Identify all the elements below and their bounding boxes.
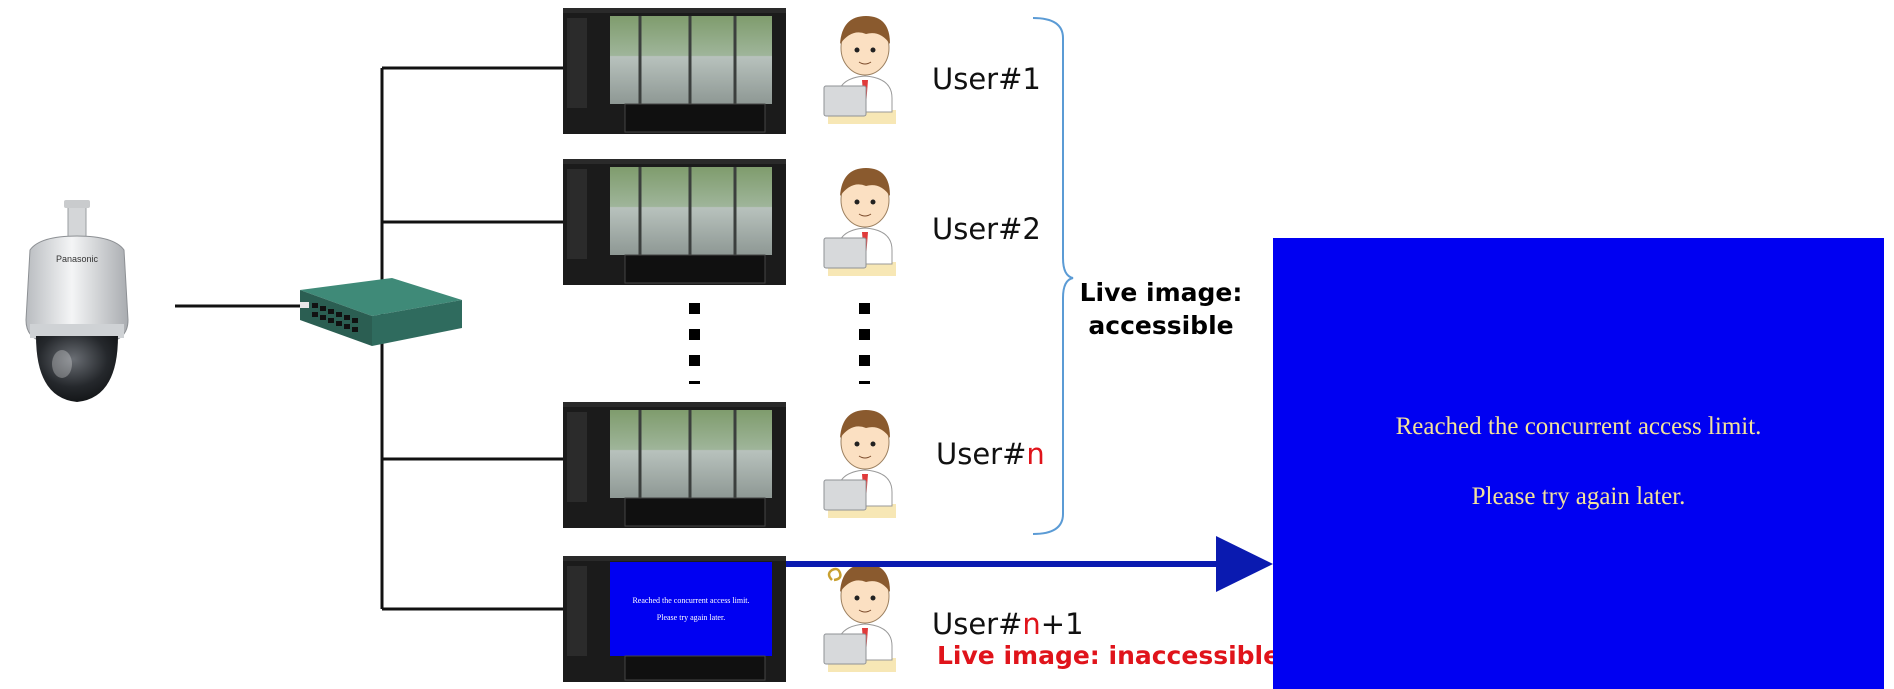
ellipsis-users bbox=[859, 303, 870, 384]
browser-screen-user-2 bbox=[563, 159, 786, 285]
accessible-label: Live image: accessible bbox=[1076, 276, 1246, 342]
access-limit-error-screen: Reached the concurrent access limit. Ple… bbox=[1273, 238, 1884, 689]
browser-screen-user-n bbox=[563, 402, 786, 528]
user-label-n: User#n bbox=[936, 437, 1045, 471]
accessible-group-brace bbox=[1032, 17, 1074, 535]
ptz-camera-icon: Panasonic bbox=[25, 200, 129, 402]
network-switch-icon bbox=[300, 278, 462, 346]
user-label-1: User#1 bbox=[932, 62, 1041, 96]
arrow-head-icon bbox=[1216, 536, 1273, 592]
user-at-laptop-icon bbox=[823, 16, 896, 124]
mini-error-line1: Reached the concurrent access limit. bbox=[632, 596, 749, 605]
browser-screen-user-n-plus-1: Reached the concurrent access limit. Ple… bbox=[563, 556, 786, 682]
user-label-2: User#2 bbox=[932, 212, 1041, 246]
confused-swirl-icon bbox=[827, 567, 842, 582]
accessible-label-line2: accessible bbox=[1088, 311, 1234, 340]
user-at-laptop-icon-n bbox=[823, 409, 897, 519]
error-message-line2: Please try again later. bbox=[1471, 483, 1686, 510]
accessible-label-line1: Live image: bbox=[1079, 278, 1243, 307]
network-cables bbox=[175, 66, 563, 611]
user-at-laptop-icon-2 bbox=[823, 167, 897, 277]
inaccessible-label: Live image: inaccessible bbox=[937, 641, 1281, 670]
camera-brand-text: Panasonic bbox=[56, 254, 99, 264]
ellipsis-screens bbox=[689, 303, 700, 384]
user-label-n-plus-1: User#n+1 bbox=[932, 607, 1084, 641]
error-message-line1: Reached the concurrent access limit. bbox=[1395, 413, 1762, 440]
mini-error-line2: Please try again later. bbox=[657, 613, 725, 622]
browser-screen-user-1 bbox=[563, 8, 786, 134]
